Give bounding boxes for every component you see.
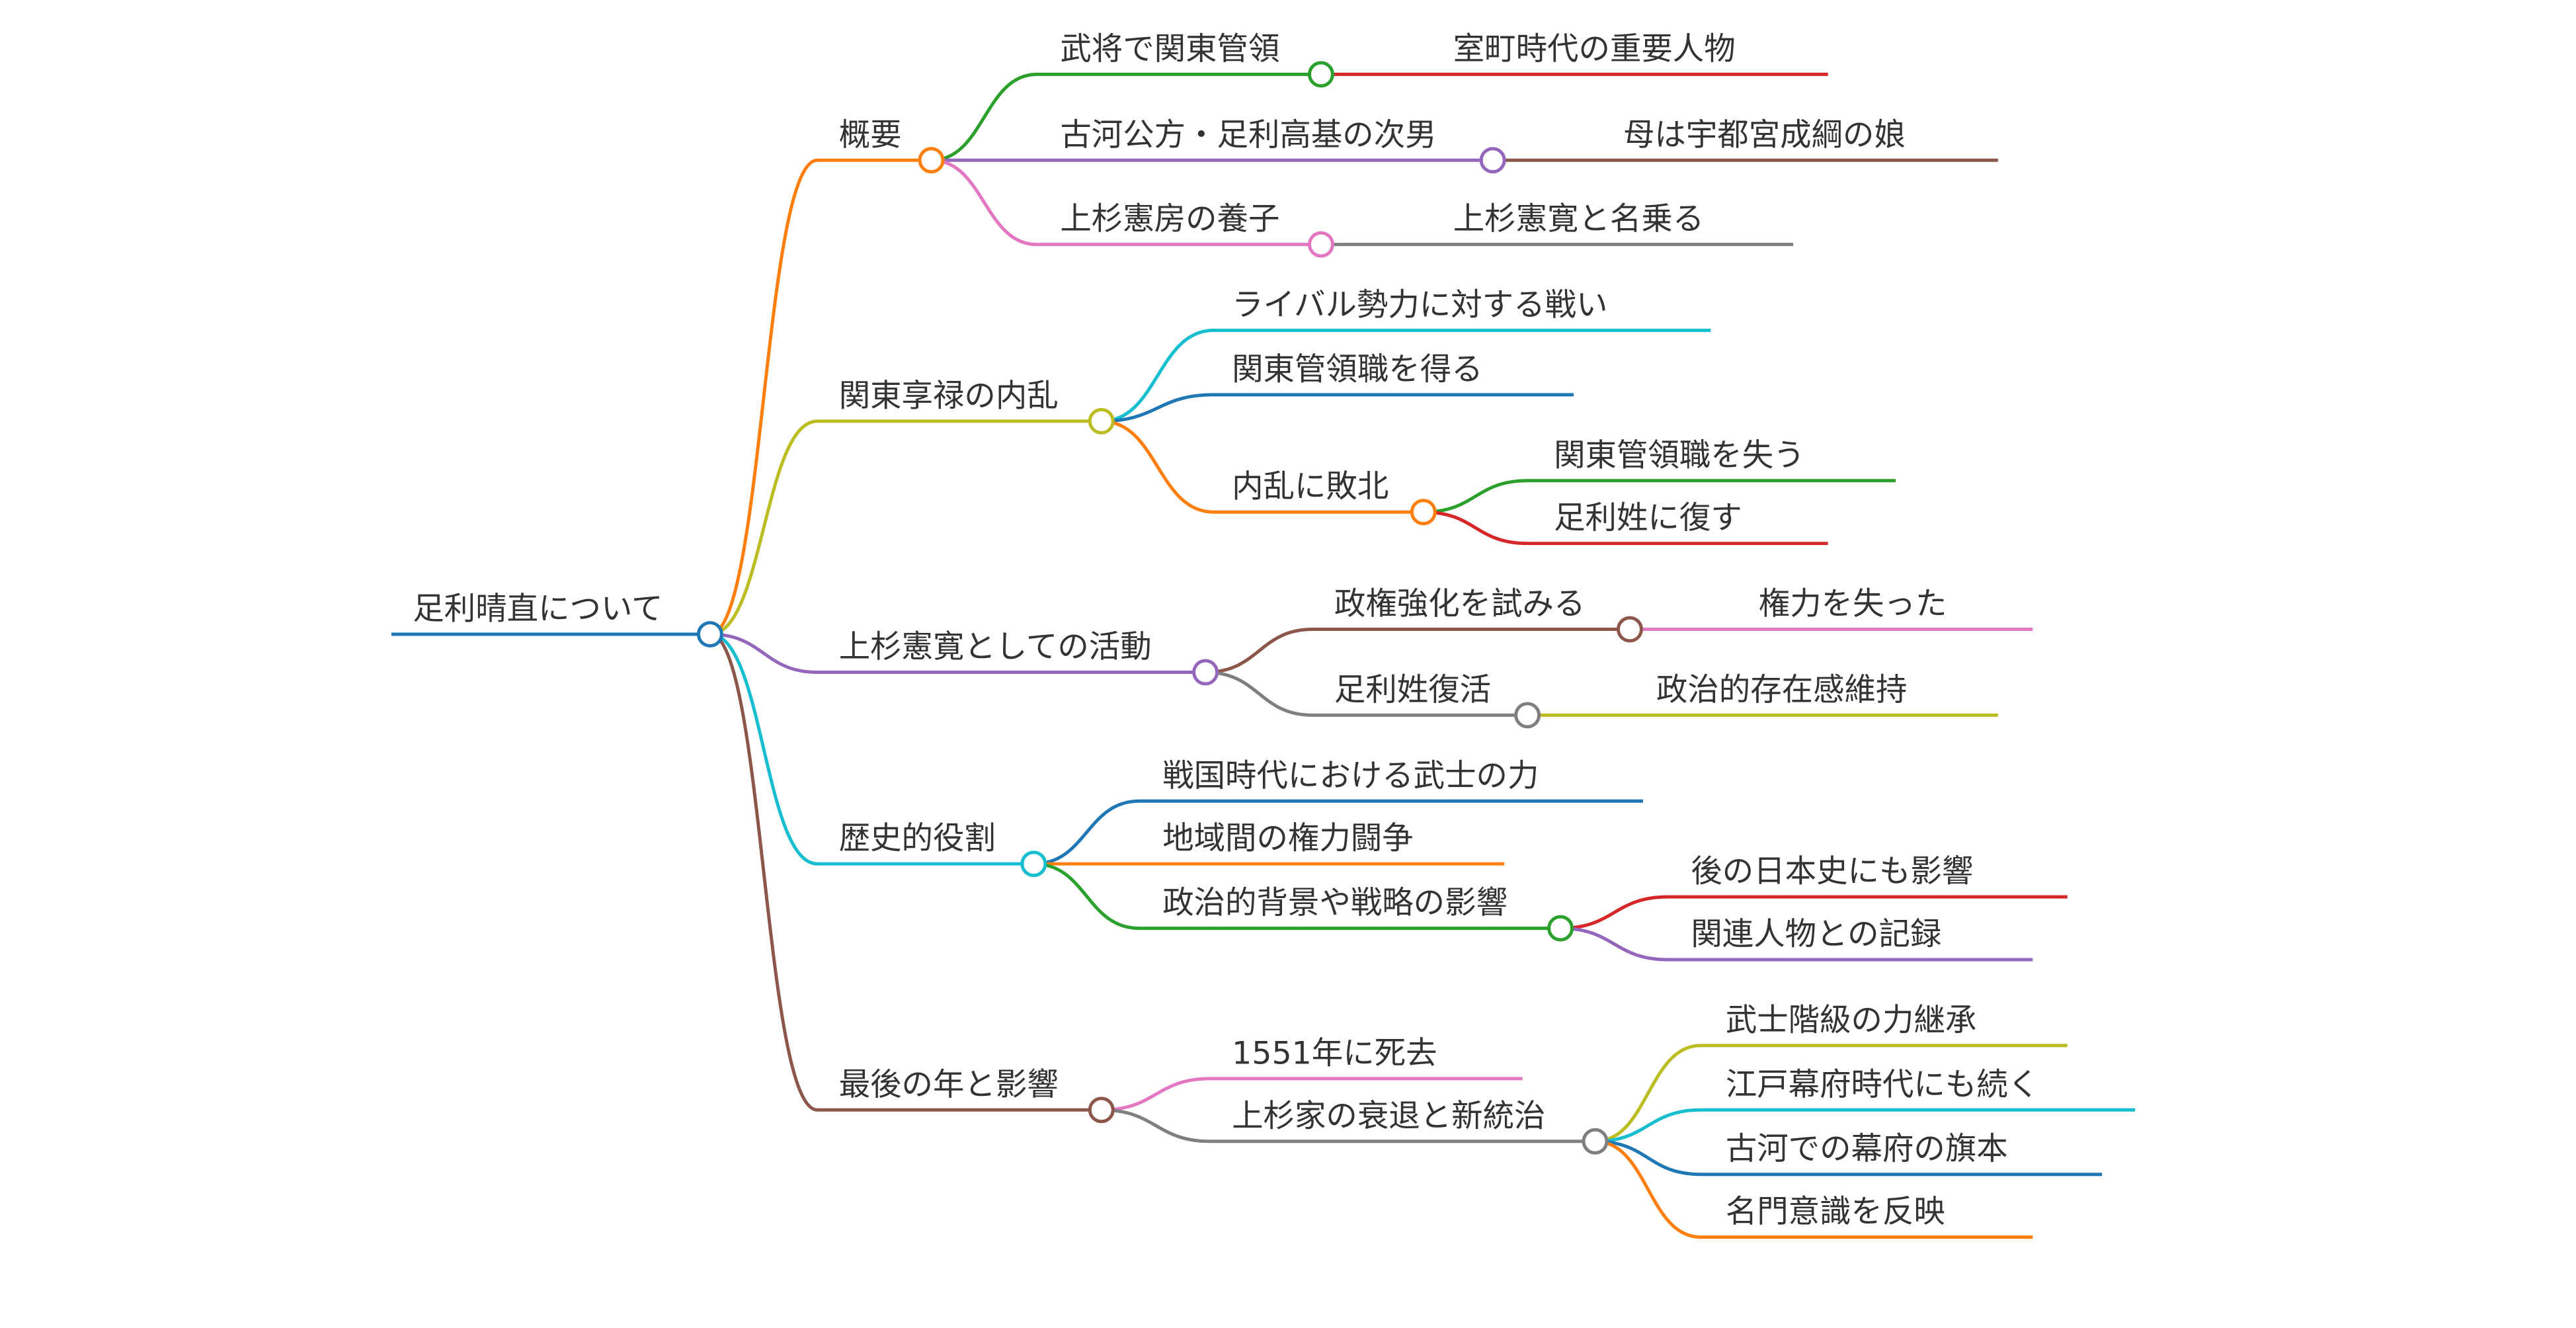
node-label[interactable]: 江戸幕府時代にも続く (1726, 1067, 2039, 1103)
collapse-toggle-icon[interactable] (1307, 231, 1334, 258)
branch-line (1033, 862, 1561, 931)
node-label[interactable]: ライバル勢力に対する戦い (1232, 287, 1607, 323)
node-label[interactable]: 政権強化を試みる (1334, 586, 1586, 622)
branch-line (1595, 1108, 2136, 1143)
branch-line (1560, 895, 2068, 931)
node-label[interactable]: 母は宇都宮成綱の娘 (1623, 117, 1906, 153)
node-label[interactable]: 概要 (839, 117, 902, 153)
node-label[interactable]: 政治的存在感維持 (1656, 672, 1908, 708)
node-label[interactable]: 関東管領職を失う (1554, 437, 1805, 474)
collapse-circles (696, 61, 1643, 1155)
collapse-toggle-icon[interactable] (1514, 702, 1541, 729)
branch-line (1423, 479, 1896, 514)
root-node-label[interactable]: 足利晴直について (413, 591, 663, 628)
edges (391, 72, 2136, 1239)
node-label[interactable]: 地域間の権力闘争 (1162, 821, 1414, 857)
node-label[interactable]: 武将で関東管領 (1060, 31, 1279, 67)
collapse-toggle-icon[interactable] (1410, 499, 1437, 526)
node-label[interactable]: 戦国時代における武士の力 (1162, 758, 1539, 794)
node-label[interactable]: 歴史的役割 (839, 821, 996, 857)
node-label[interactable]: 名門意識を反映 (1726, 1194, 1945, 1230)
branch-line (1205, 628, 1630, 674)
branch-line (1205, 670, 1528, 717)
branch-line (709, 632, 1102, 1112)
collapse-toggle-icon[interactable] (1547, 915, 1574, 942)
node-label[interactable]: 古河での幕府の旗本 (1726, 1131, 2008, 1167)
branch-line (1101, 1108, 1595, 1143)
branch-line (1595, 1140, 2103, 1177)
branch-line (1595, 1140, 2033, 1239)
branch-line (931, 72, 1321, 162)
collapse-toggle-icon[interactable] (918, 147, 945, 174)
node-label[interactable]: 後の日本史にも影響 (1691, 854, 1973, 890)
branch-line (709, 632, 1034, 866)
collapse-toggle-icon[interactable] (696, 621, 723, 648)
branch-line (709, 158, 932, 636)
node-label[interactable]: 古河公方・足利高基の次男 (1060, 117, 1436, 153)
branch-line (1560, 927, 2033, 962)
node-label[interactable]: 上杉憲寛としての活動 (839, 629, 1152, 665)
node-label[interactable]: 室町時代の重要人物 (1453, 31, 1736, 67)
collapse-toggle-icon[interactable] (1088, 407, 1115, 435)
collapse-toggle-icon[interactable] (1582, 1128, 1609, 1155)
node-label[interactable]: 足利姓復活 (1334, 672, 1491, 708)
node-label[interactable]: 最後の年と影響 (839, 1067, 1059, 1103)
node-label[interactable]: 武士階級の力継承 (1726, 1002, 1976, 1038)
node-label[interactable]: 足利姓に復す (1554, 500, 1742, 536)
node-label[interactable]: 1551年に死去 (1232, 1035, 1437, 1071)
node-label[interactable]: 上杉憲房の養子 (1060, 201, 1279, 237)
node-label[interactable]: 上杉憲寛と名乗る (1453, 201, 1705, 237)
node-label[interactable]: 権力を失った (1759, 586, 1947, 622)
branch-line (931, 158, 1321, 247)
collapse-toggle-icon[interactable] (1088, 1097, 1115, 1124)
node-label[interactable]: 上杉家の衰退と新統治 (1232, 1098, 1545, 1134)
branch-line (1101, 329, 1711, 423)
branch-line (1595, 1044, 2068, 1143)
collapse-toggle-icon[interactable] (1479, 147, 1506, 174)
branch-line (709, 419, 1102, 636)
branch-line (1033, 799, 1643, 866)
collapse-toggle-icon[interactable] (1307, 61, 1334, 88)
branch-line (1101, 1077, 1523, 1112)
node-label[interactable]: 関東享禄の内乱 (839, 378, 1059, 414)
collapse-toggle-icon[interactable] (1616, 616, 1643, 643)
branch-line (1101, 393, 1574, 423)
node-label[interactable]: 政治的背景や戦略の影響 (1162, 885, 1508, 921)
branch-line (709, 632, 1206, 674)
node-label[interactable]: 内乱に敗北 (1232, 469, 1389, 505)
node-label[interactable]: 関東管領職を得る (1232, 351, 1483, 388)
branch-line (1423, 510, 1828, 546)
collapse-toggle-icon[interactable] (1192, 659, 1219, 686)
branch-line (1101, 419, 1424, 514)
node-label[interactable]: 関連人物との記録 (1691, 917, 1941, 953)
collapse-toggle-icon[interactable] (1020, 851, 1047, 878)
